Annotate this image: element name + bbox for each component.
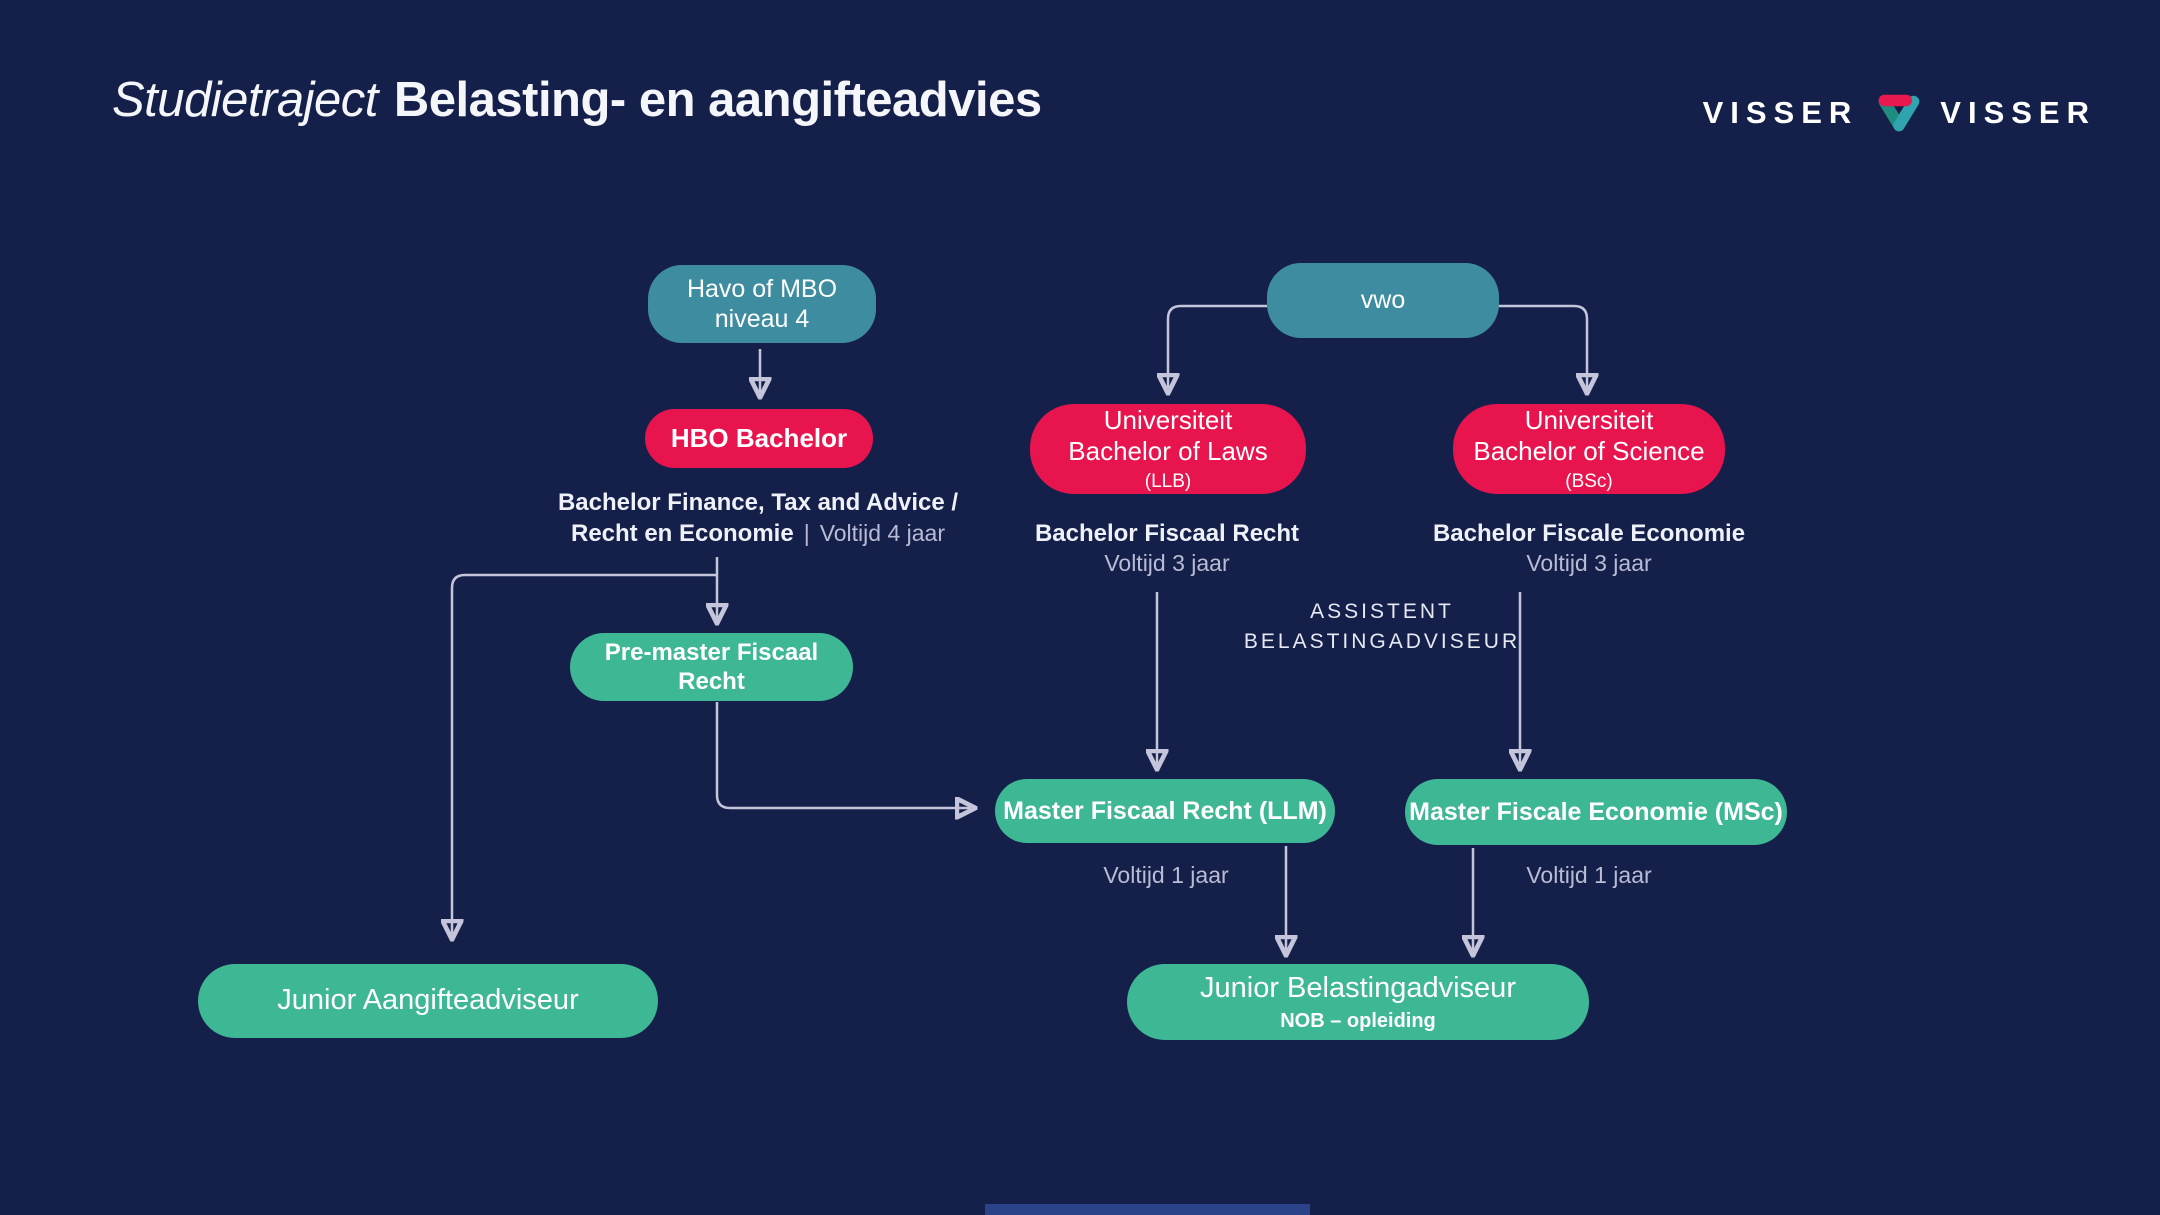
voltijd-msc-label: Voltijd 1 jaar [1526,862,1652,888]
node-bsc-line1: Universiteit [1524,404,1654,435]
hbo-annotation-bold1: Bachelor Finance, Tax and Advice / [557,489,959,516]
node-bsc-line2: Bachelor of Science [1473,436,1705,467]
node-havo-line2: niveau 4 [714,305,810,333]
node-bsc-line3: (BSc) [1565,471,1613,493]
bsc-annotation: Bachelor Fiscale Economie Voltijd 3 jaar [1433,518,1745,579]
node-hbo-label: HBO Bachelor [670,422,848,453]
node-master-llm: Master Fiscaal Recht (LLM) [995,779,1335,843]
node-junior-aangifteadviseur: Junior Aangifteadviseur [198,964,658,1038]
node-havo-mbo: Havo of MBO niveau 4 [648,265,876,343]
llb-annotation-bold: Bachelor Fiscaal Recht [1034,520,1300,547]
node-master-msc-label: Master Fiscale Economie (MSc) [1409,797,1783,826]
node-llb-line2: Bachelor of Laws [1068,436,1268,467]
arrow-vwo-to-bsc [1498,304,1587,388]
node-premaster: Pre-master Fiscaal Recht [570,633,853,701]
node-vwo-label: vwo [1360,286,1406,315]
node-junior-belastingadviseur: Junior Belastingadviseur NOB – opleiding [1127,964,1589,1040]
hbo-annotation-separator: | [803,520,810,547]
arrow-vwo-to-llb [1168,304,1267,388]
assistent-belastingadviseur-label: ASSISTENT BELASTINGADVISEUR [1244,597,1520,658]
node-bachelor-of-science: Universiteit Bachelor of Science (BSc) [1453,404,1725,494]
voltijd-llm-label: Voltijd 1 jaar [1103,862,1229,888]
node-havo-line1: Havo of MBO [686,274,838,303]
node-junior-belasting-subline: NOB – opleiding [1280,1009,1436,1032]
arrow-premaster-to-master-llm [715,702,970,808]
hbo-annotation-line1: Bachelor Finance, Tax and Advice / [558,487,958,518]
logo-word-right: VISSER [1940,95,2096,130]
llb-annotation: Bachelor Fiscaal Recht Voltijd 3 jaar [1035,518,1299,579]
bsc-annotation-bold: Bachelor Fiscale Economie [1432,520,1746,547]
node-junior-belasting-label: Junior Belastingadviseur [1200,971,1516,1004]
assistent-line1: ASSISTENT [1310,600,1454,623]
llb-annotation-light: Voltijd 3 jaar [1104,550,1230,577]
title-italic: Studietraject [112,73,378,127]
node-premaster-label: Pre-master Fiscaal Recht [604,638,819,695]
hbo-annotation-bold2: Recht en Economie [570,520,794,548]
node-llb-line1: Universiteit [1103,404,1233,435]
assistent-line2: BELASTINGADVISEUR [1243,630,1521,654]
page-title: Studietraject Belasting- en aangifteadvie… [112,72,1042,128]
hbo-annotation-light: Voltijd 4 jaar [819,520,945,547]
visser-visser-logo: VISSER VISSER [1703,92,2096,134]
arrow-hbo-to-junior-aangifte [452,573,717,934]
visser-triangle-icon [1878,94,1920,132]
hbo-annotation-line2: Recht en Economie | Voltijd 4 jaar [558,518,958,549]
node-master-llm-label: Master Fiscaal Recht (LLM) [1003,796,1327,825]
node-hbo-bachelor: HBO Bachelor [645,409,873,468]
node-junior-aangifte-label: Junior Aangifteadviseur [277,984,579,1017]
node-bachelor-of-laws: Universiteit Bachelor of Laws (LLB) [1030,404,1306,494]
bsc-annotation-light: Voltijd 3 jaar [1526,550,1652,577]
logo-word-left: VISSER [1702,95,1859,130]
bottom-bar [985,1204,1310,1215]
node-master-msc: Master Fiscale Economie (MSc) [1405,779,1787,845]
node-vwo: vwo [1267,263,1499,338]
hbo-annotation: Bachelor Finance, Tax and Advice / Recht… [558,487,958,549]
title-bold: Belasting- en aangifteadvies [393,73,1042,127]
node-llb-line3: (LLB) [1144,471,1192,493]
